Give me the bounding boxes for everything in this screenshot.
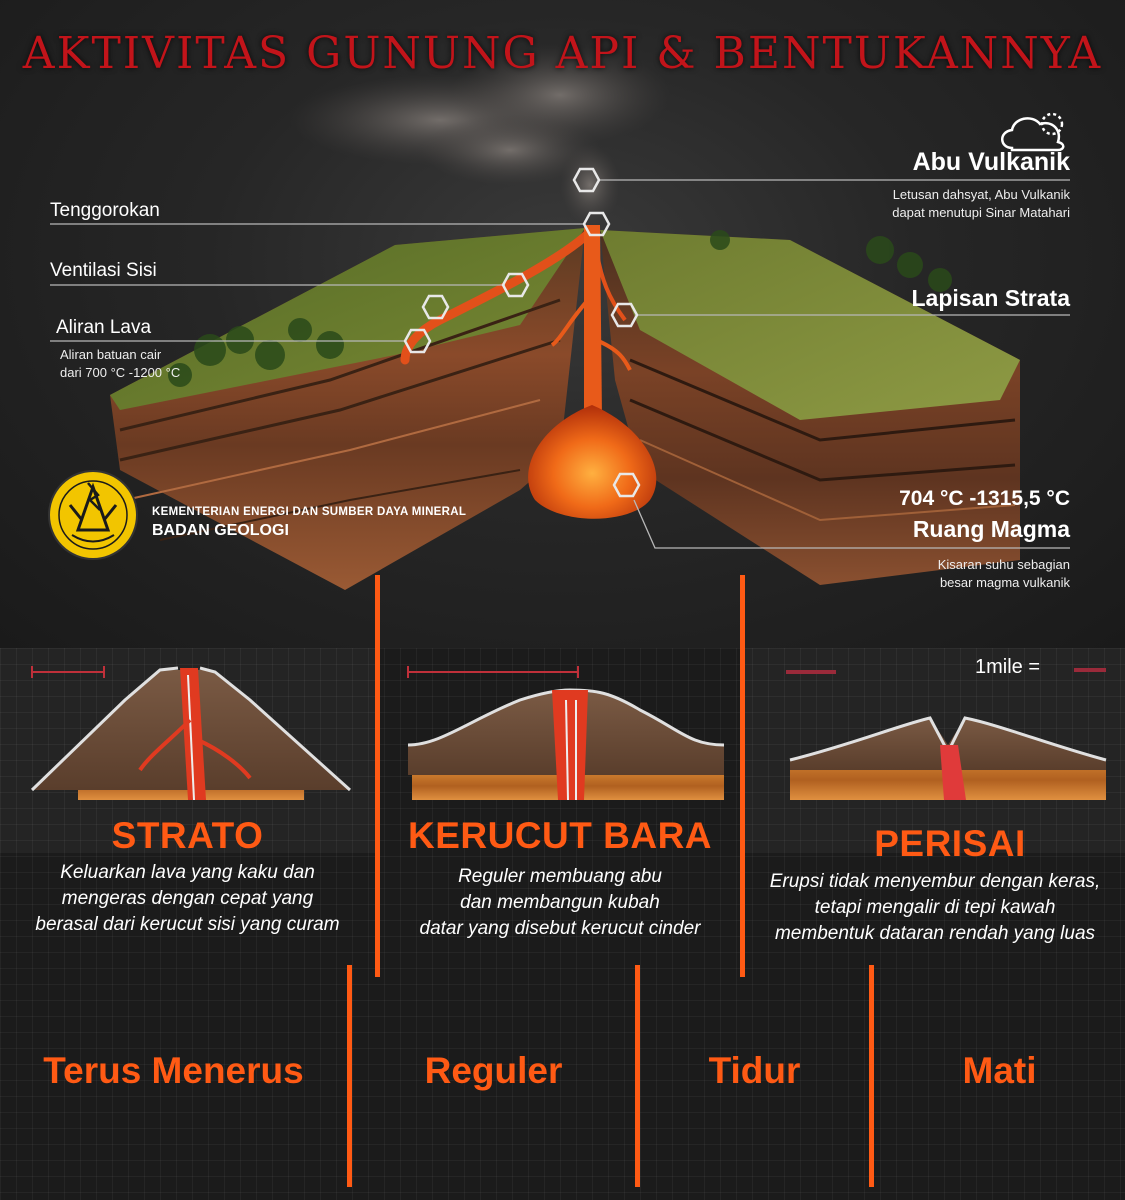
- smoke-plume: [290, 45, 670, 225]
- divider-status-3: [869, 965, 874, 1187]
- forest-patches: [168, 230, 952, 387]
- volcano-conduit: [584, 225, 602, 420]
- scale-bars: [31, 666, 1106, 678]
- label-lapisan-strata: Lapisan Strata: [911, 285, 1071, 311]
- ministry-name: KEMENTERIAN ENERGI DAN SUMBER DAYA MINER…: [152, 506, 466, 540]
- label-suhu-magma: 704 °C -1315,5 °C: [899, 487, 1070, 510]
- type-desc-strato: Keluarkan lava yang kaku dan mengeras de…: [35, 862, 340, 935]
- type-title-kerucut-bara: KERUCUT BARA: [407, 815, 713, 856]
- marker-lapisan-strata: [610, 302, 639, 328]
- leader-lines: [50, 179, 1070, 549]
- ministry-line-1: KEMENTERIAN ENERGI DAN SUMBER DAYA MINER…: [152, 506, 467, 518]
- badan-geologi-logo: [48, 470, 138, 560]
- label-abu-vulkanik: Abu Vulkanik: [912, 148, 1070, 176]
- status-tidur: Tidur: [708, 1050, 801, 1091]
- marker-tenggorokan: [582, 211, 611, 237]
- divider-status-1: [347, 965, 352, 1187]
- ruang-magma-description: Kisaran suhu sebagian besar magma vulkan…: [937, 557, 1070, 590]
- label-ruang-magma: Ruang Magma: [912, 516, 1070, 542]
- scale-label: 1mile =: [975, 656, 1041, 678]
- ministry-line-2: BADAN GEOLOGI: [152, 522, 289, 539]
- cinder-cone-volcano: [407, 688, 725, 801]
- strato-volcano: [30, 666, 352, 801]
- type-desc-perisai: Erupsi tidak menyembur dengan keras, tet…: [769, 871, 1101, 944]
- right-ground-block: [600, 230, 1020, 585]
- volcano-cross-section: [48, 45, 1070, 590]
- conduit-branches: [550, 298, 632, 371]
- divider-status-2: [635, 965, 640, 1187]
- marker-lava-1: [421, 294, 450, 320]
- divider-strato-kerucut: [375, 575, 380, 977]
- lava-flow: [400, 227, 595, 365]
- left-ground-block: [110, 228, 585, 590]
- label-ventilasi-sisi: Ventilasi Sisi: [50, 260, 157, 281]
- marker-ventilasi-sisi: [501, 272, 530, 298]
- marker-lava-2: [403, 328, 432, 354]
- hotspot-markers: [403, 167, 641, 498]
- divider-kerucut-perisai: [740, 575, 745, 977]
- marker-ruang-magma: [612, 472, 641, 498]
- cloud-icon: [1001, 112, 1065, 152]
- status-reguler: Reguler: [424, 1050, 563, 1091]
- status-mati: Mati: [962, 1050, 1037, 1091]
- status-terus-menerus: Terus Menerus: [43, 1050, 304, 1091]
- type-desc-kerucut-bara: Reguler membuang abu dan membangun kubah…: [419, 866, 701, 939]
- marker-abu-vulkanik: [572, 167, 601, 193]
- magma-chamber: [528, 405, 657, 519]
- label-tenggorokan: Tenggorokan: [50, 200, 160, 221]
- type-title-strato: STRATO: [111, 815, 264, 856]
- shield-volcano: [789, 716, 1107, 800]
- abu-vulkanik-description: Letusan dahsyat, Abu Vulkanik dapat menu…: [892, 187, 1070, 220]
- type-title-perisai: PERISAI: [874, 823, 1026, 864]
- aliran-lava-description: Aliran batuan cair dari 700 °C -1200 °C: [60, 347, 181, 380]
- label-aliran-lava: Aliran Lava: [56, 317, 152, 338]
- page-title: AKTIVITAS GUNUNG API & BENTUKANNYA: [22, 28, 1103, 79]
